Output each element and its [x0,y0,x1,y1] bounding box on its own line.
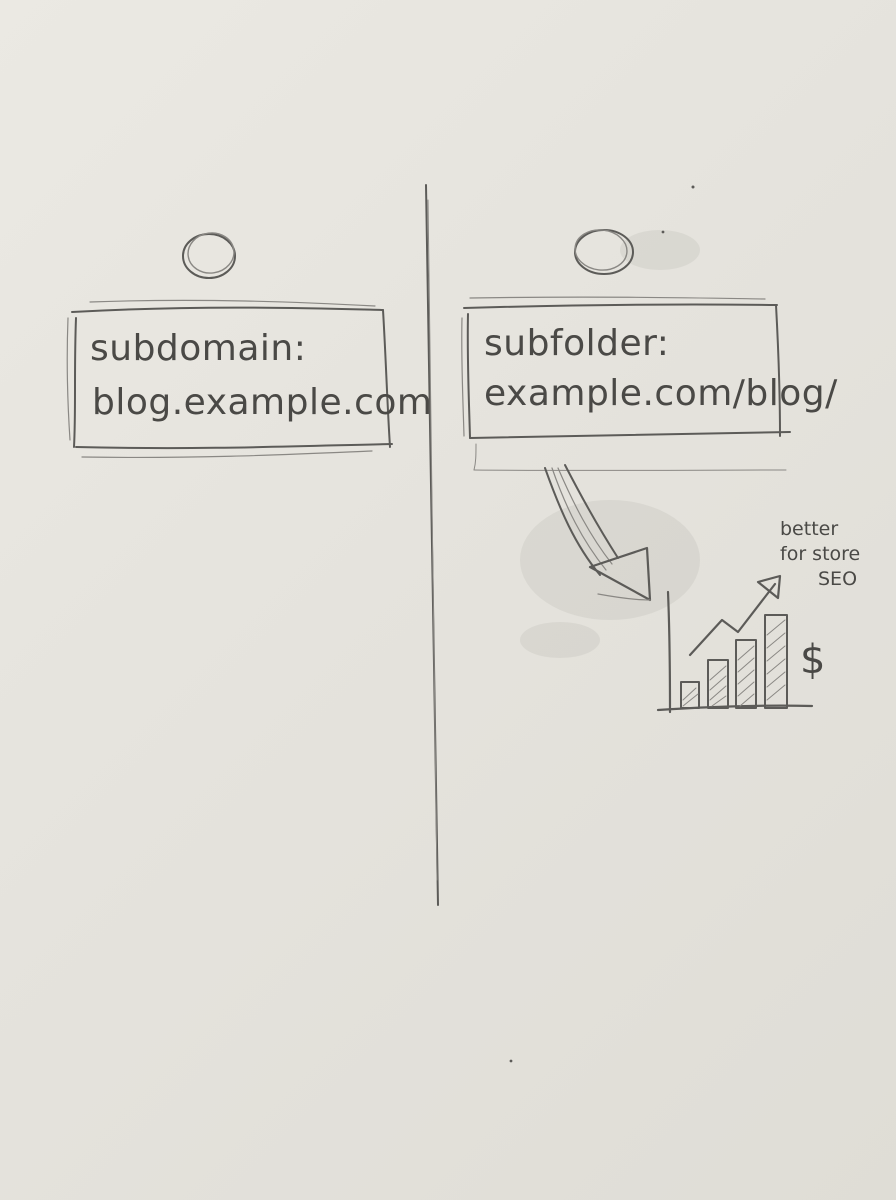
subdomain-label: subdomain: [90,328,306,369]
circle-icon [574,229,634,275]
subfolder-url: example.com/blog/ [484,373,838,414]
smudges [509,185,700,1063]
subdomain-url: blog.example.com [92,382,432,423]
divider-line [425,184,439,906]
annotation-line-2: for store [780,543,860,565]
dollar-icon: $ [800,637,825,683]
curved-arrow-icon [544,464,652,602]
subdomain-box [66,299,393,459]
subfolder-box [461,296,791,471]
annotation-line-1: better [780,518,838,540]
annotation-line-3: SEO [818,568,857,590]
growth-chart-icon [656,574,814,714]
subfolder-label: subfolder: [484,323,669,364]
circle-icon [182,232,236,279]
